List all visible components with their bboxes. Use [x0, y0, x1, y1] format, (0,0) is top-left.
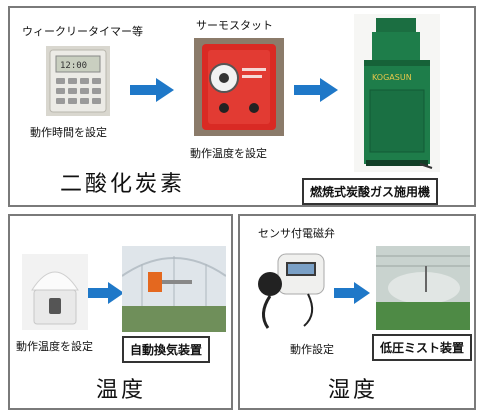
humidity-panel: センサ付電磁弁 動作設定 低圧ミスト装置 湿度	[238, 214, 476, 410]
temperature-sensor-photo	[22, 254, 88, 330]
valve-label: センサ付電磁弁	[258, 227, 335, 240]
valve-caption: 動作設定	[290, 343, 334, 356]
thermostat-photo	[194, 38, 284, 136]
arrow-right-icon	[334, 282, 370, 304]
co2-machine-label: 燃焼式炭酸ガス施用機	[302, 178, 439, 205]
solenoid-valve-photo	[248, 244, 334, 334]
temperature-panel: 動作温度を設定 自動換気装置 温度	[8, 214, 233, 410]
mist-system-label: 低圧ミスト装置	[372, 334, 473, 361]
arrow-right-icon	[88, 282, 124, 304]
thermostat-caption: 動作温度を設定	[190, 147, 267, 160]
temp-sensor-caption: 動作温度を設定	[16, 340, 93, 353]
auto-ventilation-label: 自動換気装置	[122, 336, 211, 363]
arrow-right-icon	[294, 78, 338, 102]
arrow-right-icon	[130, 78, 174, 102]
svg-text:12:00: 12:00	[60, 61, 87, 71]
mist-system-photo	[376, 246, 470, 330]
co2-title: 二酸化炭素	[60, 172, 186, 197]
co2-generator-photo: KOGASUN	[354, 14, 440, 172]
temperature-title: 温度	[96, 378, 147, 403]
co2-panel: ウィークリータイマー等 12:00 動作時間を設定 サーモスタット	[8, 6, 476, 207]
humidity-title: 湿度	[328, 378, 379, 403]
machine-brand-text: KOGASUN	[372, 73, 412, 82]
timer-caption: 動作時間を設定	[30, 126, 107, 139]
auto-ventilation-photo	[122, 246, 226, 332]
weekly-timer-label: ウィークリータイマー等	[22, 25, 143, 38]
weekly-timer-photo: 12:00	[46, 46, 110, 116]
thermostat-label: サーモスタット	[196, 19, 273, 32]
